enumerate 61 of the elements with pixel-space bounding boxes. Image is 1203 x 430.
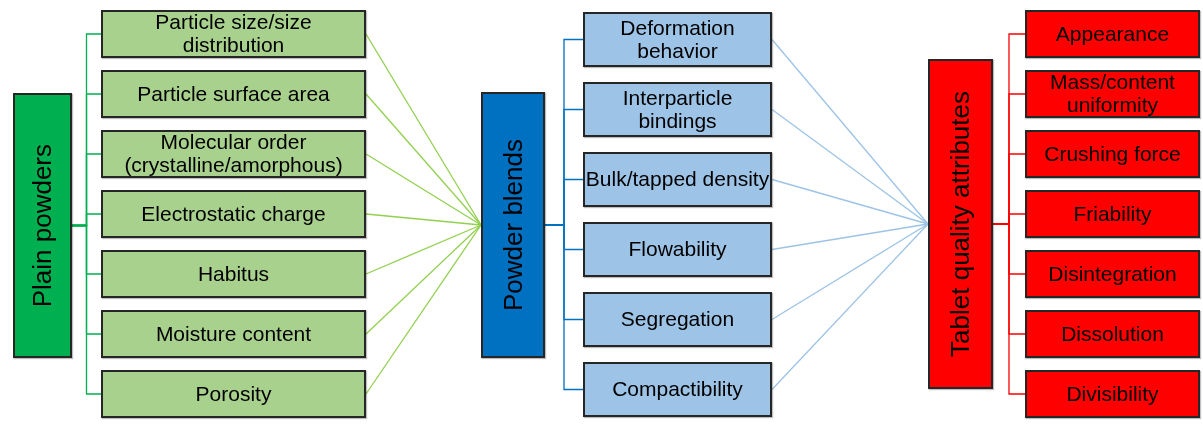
attribute-box	[101, 370, 366, 418]
attribute-label: Dissolution	[1061, 322, 1164, 346]
attribute-box	[1025, 190, 1200, 238]
connector-line	[365, 224, 482, 275]
attribute-label: Segregation	[620, 308, 735, 331]
attribute-label: Divisibility	[1066, 382, 1159, 406]
attribute-box	[583, 362, 772, 417]
connector-line	[771, 223, 929, 251]
attribute-label: Disintegration	[1048, 262, 1177, 286]
attribute-box	[1025, 310, 1200, 358]
attribute-label: Mass/content uniformity	[1049, 71, 1176, 117]
attribute-box	[101, 310, 366, 358]
connector-line	[544, 224, 584, 391]
connector-line	[771, 178, 929, 225]
connector-line	[771, 223, 929, 321]
attribute-box	[583, 222, 772, 277]
category-box	[928, 59, 993, 389]
connector-line	[365, 93, 482, 226]
attribute-label: Particle surface area	[137, 82, 330, 106]
attribute-box	[1025, 250, 1200, 298]
attribute-box	[583, 82, 772, 137]
attribute-box	[583, 152, 772, 207]
attribute-box	[583, 292, 772, 347]
connector-line	[771, 38, 929, 225]
attribute-label: Bulk/tapped density	[585, 168, 770, 191]
attribute-label: Appearance	[1055, 22, 1170, 46]
attribute-label: Friability	[1073, 202, 1152, 226]
connector-line	[365, 224, 482, 395]
attribute-label: Molecular order (crystalline/amorphous)	[123, 131, 344, 177]
category-label: Plain powders	[28, 143, 57, 308]
category-label: Tablet quality attributes	[946, 91, 975, 357]
attribute-box	[583, 12, 772, 67]
connector-line	[992, 223, 1026, 395]
attribute-box	[101, 250, 366, 298]
attribute-label: Habitus	[197, 262, 270, 286]
attribute-box	[101, 10, 366, 58]
attribute-label: Compactibility	[612, 378, 743, 401]
attribute-label: Interparticle bindings	[621, 86, 734, 133]
connector-line	[365, 153, 482, 226]
attribute-box	[1025, 370, 1200, 418]
attribute-label: Crushing force	[1044, 142, 1181, 166]
connector-line	[771, 223, 929, 391]
category-box	[481, 92, 545, 358]
category-label: Powder blends	[498, 139, 528, 311]
attribute-box	[1025, 130, 1200, 178]
attribute-box	[1025, 10, 1200, 58]
attribute-box	[101, 70, 366, 118]
attribute-label: Moisture content	[155, 322, 312, 346]
category-box	[13, 93, 72, 358]
connector-line	[365, 224, 482, 335]
connector-line	[771, 108, 929, 225]
attribute-label: Particle size/size distribution	[154, 11, 313, 57]
attribute-label: Electrostatic charge	[141, 202, 326, 226]
attribute-box	[101, 130, 366, 178]
attribute-label: Porosity	[195, 382, 272, 406]
attribute-box	[101, 190, 366, 238]
attribute-box	[1025, 70, 1200, 118]
attribute-label: Flowability	[628, 238, 727, 261]
connector-line	[365, 213, 482, 226]
attribute-label: Deformation behavior	[619, 16, 736, 63]
connector-line	[71, 224, 102, 395]
